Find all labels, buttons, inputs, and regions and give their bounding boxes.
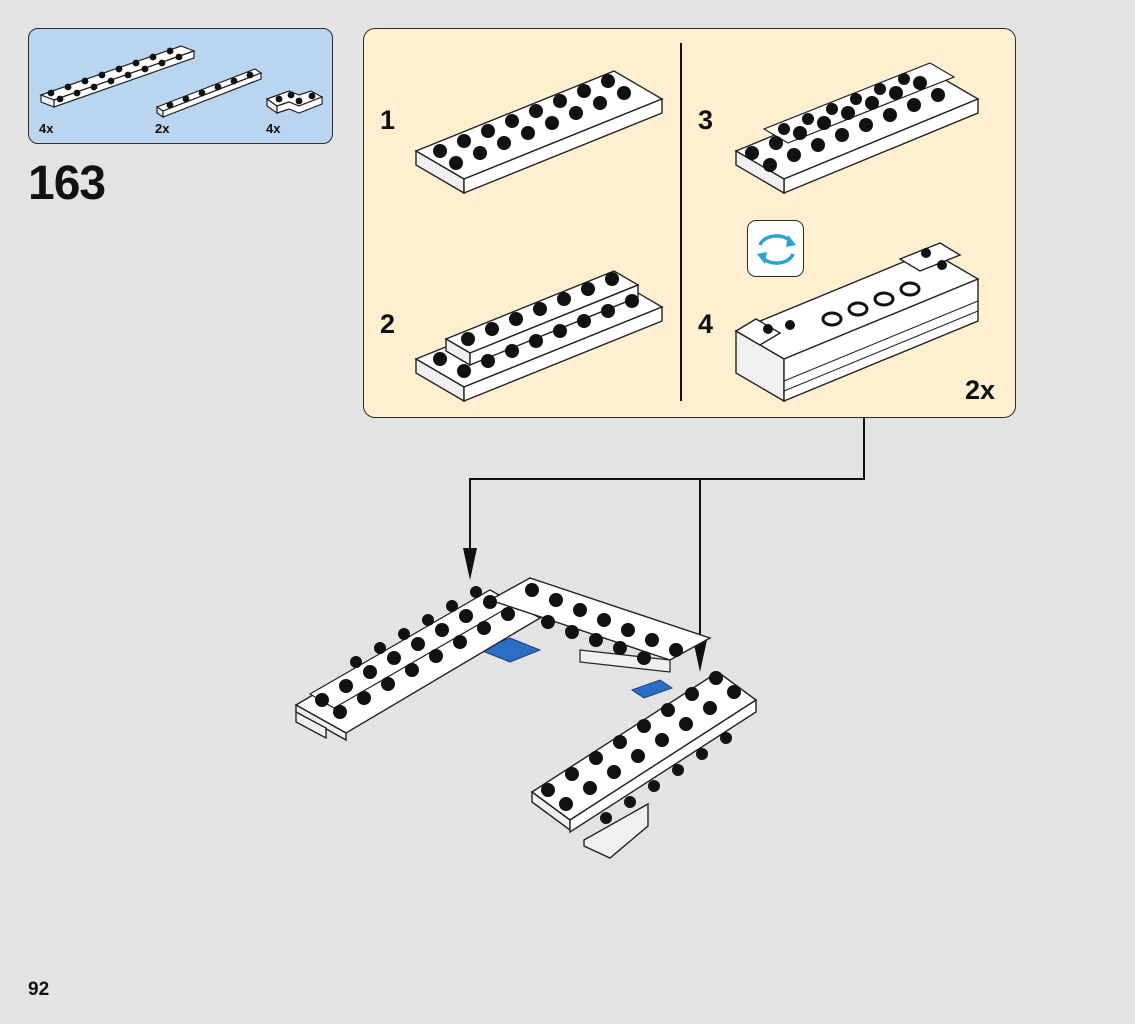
sub-step-label: 3 [698, 105, 714, 135]
sub-box-divider [680, 43, 682, 401]
sub-assembly-box: 1 2 3 4 [363, 28, 1016, 418]
sub-step-label: 4 [698, 309, 714, 339]
part-qty: 4x [266, 121, 281, 136]
sub-assembly-multiplier: 2x [965, 375, 996, 405]
step-number: 163 [28, 157, 106, 210]
step3-plate-illustration [734, 62, 980, 195]
step2-plate-illustration [414, 270, 664, 403]
sub-step-label: 2 [380, 309, 396, 339]
rotate-arrows [757, 234, 796, 265]
step4-assembly-illustration [734, 242, 980, 403]
plate-1x6-icon [155, 68, 263, 119]
main-assembly-studs [315, 583, 741, 824]
step1-plate-illustration [414, 70, 664, 195]
plate-corner-2x2-icon [265, 90, 324, 115]
parts-list-callout: 4x 2x 4x [28, 28, 333, 144]
rotate-icon [747, 220, 804, 277]
plate-2x8-icon [39, 45, 196, 108]
part-qty: 4x [39, 121, 54, 136]
part-qty: 2x [155, 121, 170, 136]
plate-2x8-icon-shape [39, 45, 196, 108]
page-number: 92 [28, 979, 50, 1000]
sub-step-label: 1 [380, 105, 396, 135]
